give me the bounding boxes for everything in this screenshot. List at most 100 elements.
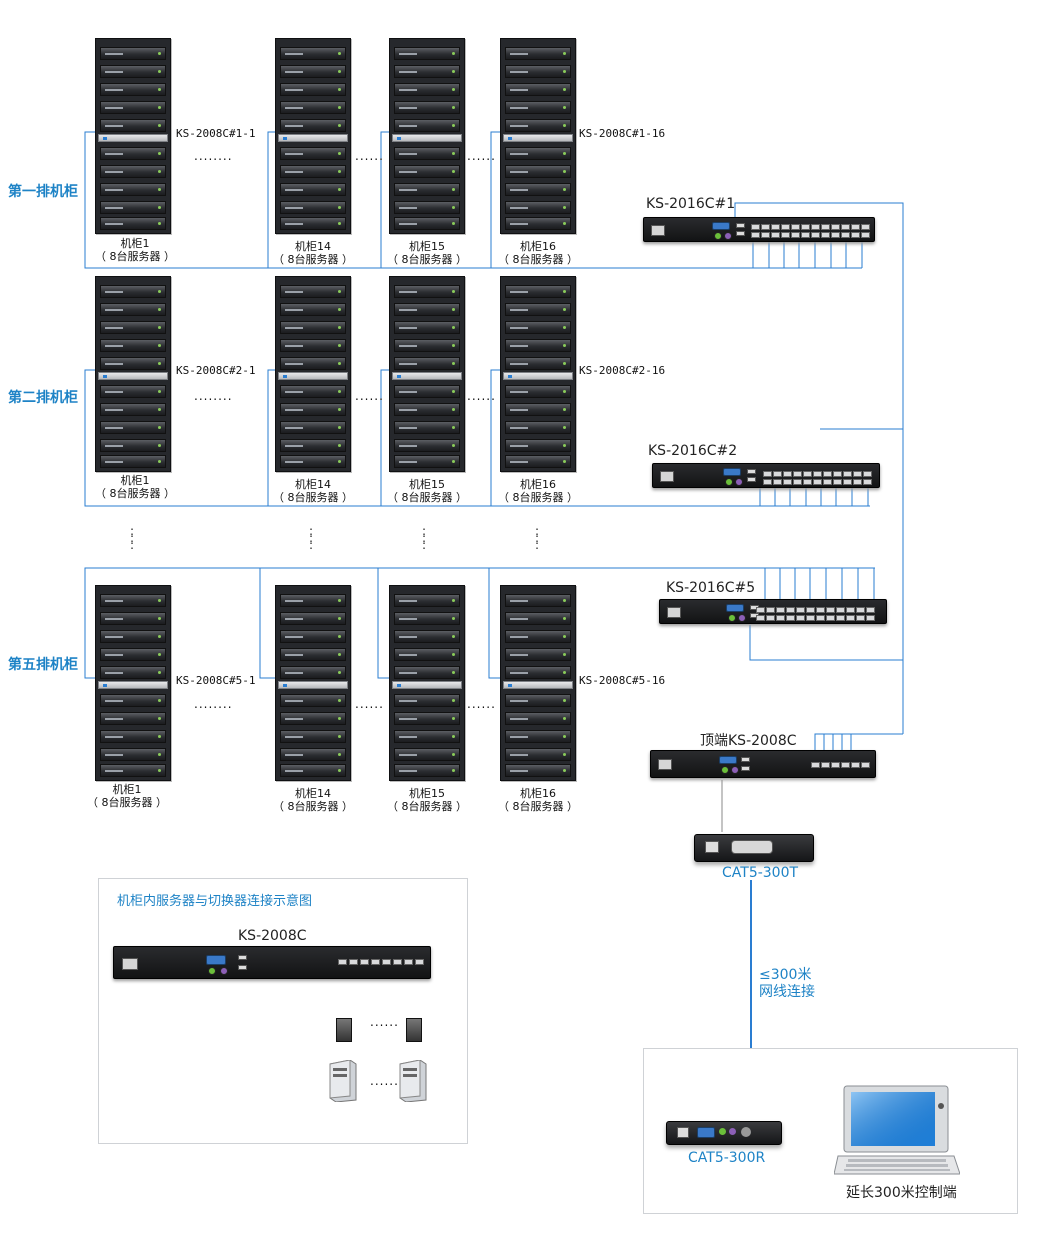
server-unit — [394, 455, 460, 468]
server-unit — [505, 357, 571, 370]
server-unit — [394, 303, 460, 316]
server-unit — [280, 630, 346, 643]
ps2-port-icon — [721, 766, 729, 774]
rj45-port-icon — [851, 232, 860, 238]
server-unit — [394, 648, 460, 661]
server-unit — [505, 666, 571, 679]
kvm-tray — [503, 372, 573, 380]
row-label-5: 第五排机柜 — [8, 657, 78, 673]
server-unit — [505, 321, 571, 334]
server-unit — [100, 303, 166, 316]
transmitter-label: CAT5-300T — [722, 865, 799, 881]
server-unit — [280, 694, 346, 707]
rj45-port-icon — [801, 224, 810, 230]
server-unit — [394, 439, 460, 452]
server-unit — [100, 648, 166, 661]
server-unit — [100, 748, 166, 761]
rack-row1-cab1 — [95, 38, 171, 234]
server-unit — [394, 594, 460, 607]
server-unit — [394, 357, 460, 370]
server-unit — [280, 165, 346, 178]
rj45-port-icon — [846, 607, 855, 613]
rj45-port-icon — [801, 232, 810, 238]
vga-port-icon — [697, 1127, 715, 1138]
ellipsis: ...... — [355, 149, 384, 163]
rj45-port-icon — [866, 607, 875, 613]
server-unit — [505, 101, 571, 114]
vertical-ellipsis: : : : — [422, 524, 427, 552]
rj45-port-icon — [863, 479, 872, 485]
rack-row2-cab15 — [389, 276, 465, 472]
server-unit — [100, 612, 166, 625]
server-unit — [280, 730, 346, 743]
ps2-port-icon — [731, 766, 739, 774]
rj45-port-icon — [861, 762, 870, 768]
rj45-port-icon — [831, 762, 840, 768]
row2-port-drops — [759, 487, 869, 506]
power-socket-icon — [122, 958, 138, 970]
cabinet-label: 机柜14（ 8台服务器 ） — [273, 787, 353, 813]
server-unit — [505, 183, 571, 196]
rj45-port-icon — [415, 959, 424, 965]
rj45-port-icon — [786, 607, 795, 613]
server-unit — [100, 101, 166, 114]
ps2-port-icon — [725, 478, 733, 486]
ps2-port-icon — [728, 614, 736, 622]
ps2-port-icon — [714, 232, 722, 240]
rack-row1-cab14 — [275, 38, 351, 234]
server-unit — [394, 183, 460, 196]
inset-ellipsis: ...... — [370, 1015, 399, 1029]
kvm-switch-16port-2 — [652, 463, 880, 488]
rj45-port-icon — [856, 615, 865, 621]
rj45-port-icon — [382, 959, 391, 965]
server-unit — [394, 403, 460, 416]
rj45-port-icon — [766, 607, 775, 613]
row5-bus-line — [84, 567, 875, 679]
ps2-port-icon — [208, 967, 216, 975]
rj45-port-icon — [677, 1127, 689, 1138]
server-unit — [505, 730, 571, 743]
rj45-port-icon — [821, 762, 830, 768]
kvm-tray — [98, 681, 168, 689]
usb-port-icon — [747, 469, 756, 474]
rj45-port-icon — [781, 232, 790, 238]
vga-usb-adapter — [406, 1018, 422, 1042]
cabinet-label: 机柜15（ 8台服务器 ） — [387, 787, 467, 813]
kvm-tray — [278, 681, 348, 689]
usb-port-icon — [741, 766, 750, 771]
rj45-port-icon — [763, 479, 772, 485]
rj45-port-icon — [773, 479, 782, 485]
cat5-receiver — [666, 1121, 782, 1145]
rj45-port-icon — [338, 959, 347, 965]
usb-port-icon — [736, 231, 745, 236]
ps2-port-icon — [719, 1128, 726, 1135]
server-unit — [280, 339, 346, 352]
rj45-port-icon — [841, 762, 850, 768]
rj45-port-icon — [763, 471, 772, 477]
rj45-port-icon — [823, 471, 832, 477]
row2-bus-line — [84, 369, 870, 507]
rj45-port-icon — [806, 607, 815, 613]
rj45-port-icon — [791, 224, 800, 230]
rj45-port-icon — [821, 224, 830, 230]
server-unit — [394, 666, 460, 679]
kvm-tray — [98, 134, 168, 142]
kvm-tray — [392, 134, 462, 142]
server-unit — [505, 612, 571, 625]
rj45-port-icon — [863, 471, 872, 477]
server-unit — [100, 764, 166, 777]
server-unit — [505, 47, 571, 60]
server-unit — [280, 285, 346, 298]
switch-label-2: KS-2016C#2 — [648, 443, 738, 459]
row1-port-drops — [752, 242, 863, 268]
rj45-port-icon — [756, 607, 765, 613]
server-unit — [505, 455, 571, 468]
cabinet-label: 机柜1（ 8台服务器 ） — [87, 783, 167, 809]
server-unit — [505, 421, 571, 434]
kvm-tray — [503, 134, 573, 142]
server-unit — [100, 65, 166, 78]
server-unit — [100, 357, 166, 370]
server-unit — [394, 339, 460, 352]
vga-port-icon — [726, 604, 744, 612]
rj45-port-icon — [773, 471, 782, 477]
